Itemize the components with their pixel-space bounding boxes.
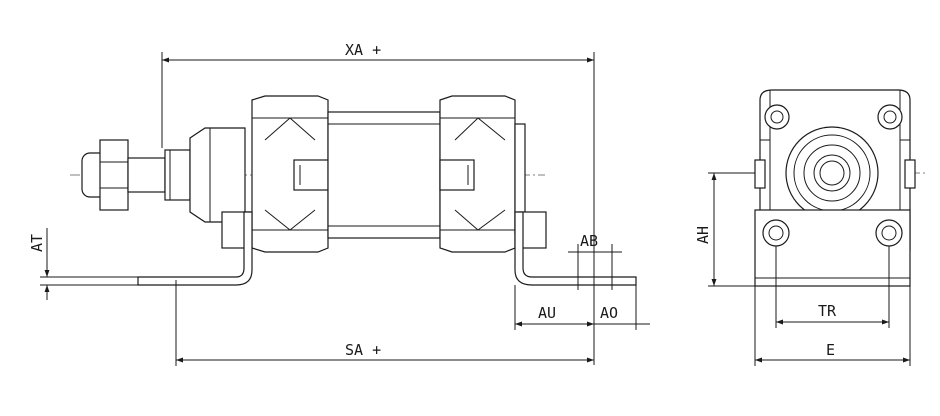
end-view: AH TR E: [694, 89, 925, 366]
end-foot: [754, 209, 911, 287]
dim-ah-label: AH: [694, 226, 712, 244]
dim-xa-label: XA +: [345, 41, 381, 59]
dim-tr: TR: [775, 246, 890, 328]
end-bore: [785, 126, 879, 220]
dim-sa-label: SA +: [345, 341, 381, 359]
dim-at: AT: [28, 228, 138, 300]
dim-au-ao: AU AO: [514, 285, 650, 330]
dim-xa: XA +: [161, 41, 595, 365]
dim-ah: AH: [694, 172, 755, 287]
dim-e-label: E: [826, 341, 835, 359]
rear-end-cap: [439, 95, 526, 253]
piston-rod: [81, 139, 191, 211]
front-end-cap: [251, 95, 329, 253]
rear-foot: [514, 211, 637, 286]
dim-tr-label: TR: [818, 302, 837, 320]
dim-e: E: [754, 286, 911, 366]
dim-au-label: AU: [538, 304, 556, 322]
side-view: XA + SA + AT AB AU: [28, 41, 650, 366]
dim-ao-label: AO: [600, 304, 618, 322]
front-head: [189, 127, 246, 223]
dim-at-label: AT: [28, 234, 46, 252]
dim-ab: AB: [568, 232, 622, 290]
barrel: [327, 111, 441, 239]
front-foot: [137, 211, 253, 286]
end-screws: [764, 104, 903, 130]
dim-sa: SA +: [175, 280, 594, 366]
dim-ab-label: AB: [580, 232, 598, 250]
